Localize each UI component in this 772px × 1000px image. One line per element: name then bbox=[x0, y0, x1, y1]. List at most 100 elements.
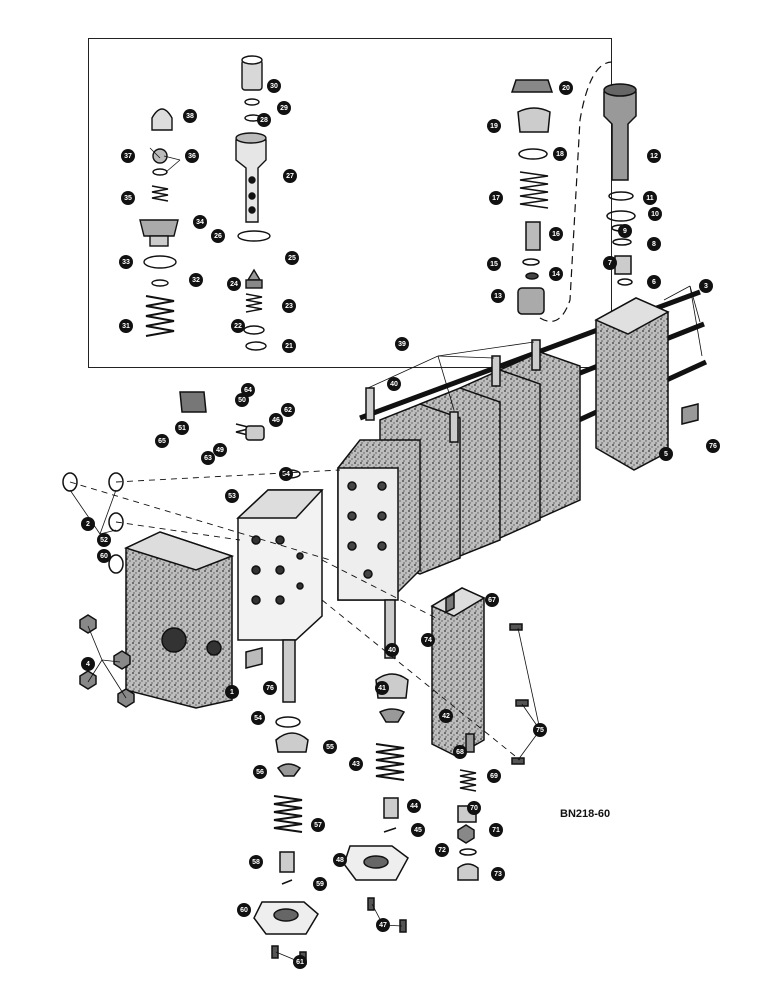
callout-number: 30 bbox=[270, 83, 278, 90]
callout-bubble bbox=[491, 289, 505, 303]
callout-bubble bbox=[81, 657, 95, 671]
callout-bubble bbox=[257, 113, 271, 127]
callout-bubble bbox=[533, 723, 547, 737]
callout-bubble bbox=[193, 215, 207, 229]
callout-bubble bbox=[647, 275, 661, 289]
callout-number: 48 bbox=[336, 857, 344, 864]
callout-39: 39 bbox=[395, 337, 409, 351]
callout-number: 75 bbox=[536, 727, 544, 734]
callout-48: 48 bbox=[333, 853, 347, 867]
callout-number: 53 bbox=[228, 493, 236, 500]
callout-25: 25 bbox=[285, 251, 299, 265]
callout-bubble bbox=[553, 147, 567, 161]
inset-parts bbox=[139, 55, 271, 351]
callout-44: 44 bbox=[407, 799, 421, 813]
callout-bubble bbox=[281, 403, 295, 417]
callout-69: 69 bbox=[487, 769, 501, 783]
callout-bubble bbox=[376, 918, 390, 932]
callout-number: 3 bbox=[704, 283, 708, 290]
callout-bubble bbox=[227, 277, 241, 291]
callout-40: 40 bbox=[385, 643, 399, 657]
callout-number: 32 bbox=[192, 277, 200, 284]
callout-bubble bbox=[249, 855, 263, 869]
callout-bubble bbox=[603, 256, 617, 270]
callout-number: 5 bbox=[664, 451, 668, 458]
callout-bubble bbox=[407, 799, 421, 813]
callout-30: 30 bbox=[267, 79, 281, 93]
callout-bubble bbox=[189, 273, 203, 287]
callout-number: 6 bbox=[652, 279, 656, 286]
callout-bubble bbox=[283, 169, 297, 183]
callout-bubble bbox=[349, 757, 363, 771]
callout-27: 27 bbox=[283, 169, 297, 183]
callout-74: 74 bbox=[421, 633, 435, 647]
callout-8: 8 bbox=[647, 237, 661, 251]
callout-53: 53 bbox=[225, 489, 239, 503]
callout-number: 74 bbox=[424, 637, 432, 644]
callout-number: 64 bbox=[244, 387, 252, 394]
callout-number: 11 bbox=[646, 195, 654, 202]
callout-number: 43 bbox=[352, 761, 360, 768]
callout-number: 58 bbox=[252, 859, 260, 866]
callout-bubble bbox=[435, 843, 449, 857]
callout-number: 26 bbox=[214, 233, 222, 240]
callout-bubble bbox=[119, 255, 133, 269]
callout-5: 5 bbox=[659, 447, 673, 461]
callout-number: 18 bbox=[556, 151, 564, 158]
figure-code: BN218-60 bbox=[560, 808, 611, 820]
callout-number: 33 bbox=[122, 259, 130, 266]
callout-bubble bbox=[175, 421, 189, 435]
callout-number: 68 bbox=[456, 749, 464, 756]
callout-bubble bbox=[647, 149, 661, 163]
callout-bubble bbox=[467, 801, 481, 815]
callout-number: 54 bbox=[254, 715, 262, 722]
callout-number: 63 bbox=[204, 455, 212, 462]
callout-number: 29 bbox=[280, 105, 288, 112]
callout-bubble bbox=[706, 439, 720, 453]
callout-50: 50 bbox=[235, 393, 249, 407]
callout-bubble bbox=[97, 533, 111, 547]
callout-number: 41 bbox=[378, 685, 386, 692]
callout-number: 40 bbox=[390, 381, 398, 388]
callout-bubble bbox=[121, 149, 135, 163]
callout-56: 56 bbox=[253, 765, 267, 779]
callout-number: 67 bbox=[488, 597, 496, 604]
callout-number: 28 bbox=[260, 117, 268, 124]
callout-number: 52 bbox=[100, 537, 108, 544]
callout-bubble bbox=[489, 191, 503, 205]
callout-number: 24 bbox=[230, 281, 238, 288]
callout-4: 4 bbox=[81, 657, 95, 671]
callout-number: 47 bbox=[379, 922, 387, 929]
callout-bubble bbox=[385, 643, 399, 657]
callout-75: 75 bbox=[533, 723, 547, 737]
callout-54: 54 bbox=[251, 711, 265, 725]
callout-number: 56 bbox=[256, 769, 264, 776]
callout-40: 40 bbox=[387, 377, 401, 391]
callout-23: 23 bbox=[282, 299, 296, 313]
callout-number: 10 bbox=[651, 211, 659, 218]
callout-bubble bbox=[549, 227, 563, 241]
callout-42: 42 bbox=[439, 709, 453, 723]
callout-bubble bbox=[277, 101, 291, 115]
callout-bubble bbox=[263, 681, 277, 695]
callout-number: 35 bbox=[124, 195, 132, 202]
callout-number: 2 bbox=[86, 521, 90, 528]
callout-bubble bbox=[323, 740, 337, 754]
callout-bubble bbox=[487, 769, 501, 783]
callout-bubble bbox=[647, 237, 661, 251]
callout-58: 58 bbox=[249, 855, 263, 869]
callout-bubble bbox=[121, 191, 135, 205]
callout-65: 65 bbox=[155, 434, 169, 448]
main-assembly bbox=[62, 61, 708, 965]
callout-number: 19 bbox=[490, 123, 498, 130]
callout-73: 73 bbox=[491, 867, 505, 881]
callout-45: 45 bbox=[411, 823, 425, 837]
callout-bubble bbox=[237, 903, 251, 917]
callout-60: 60 bbox=[237, 903, 251, 917]
callout-number: 31 bbox=[122, 323, 130, 330]
callout-number: 37 bbox=[124, 153, 132, 160]
callout-62: 62 bbox=[281, 403, 295, 417]
callout-20: 20 bbox=[559, 81, 573, 95]
callout-10: 10 bbox=[648, 207, 662, 221]
